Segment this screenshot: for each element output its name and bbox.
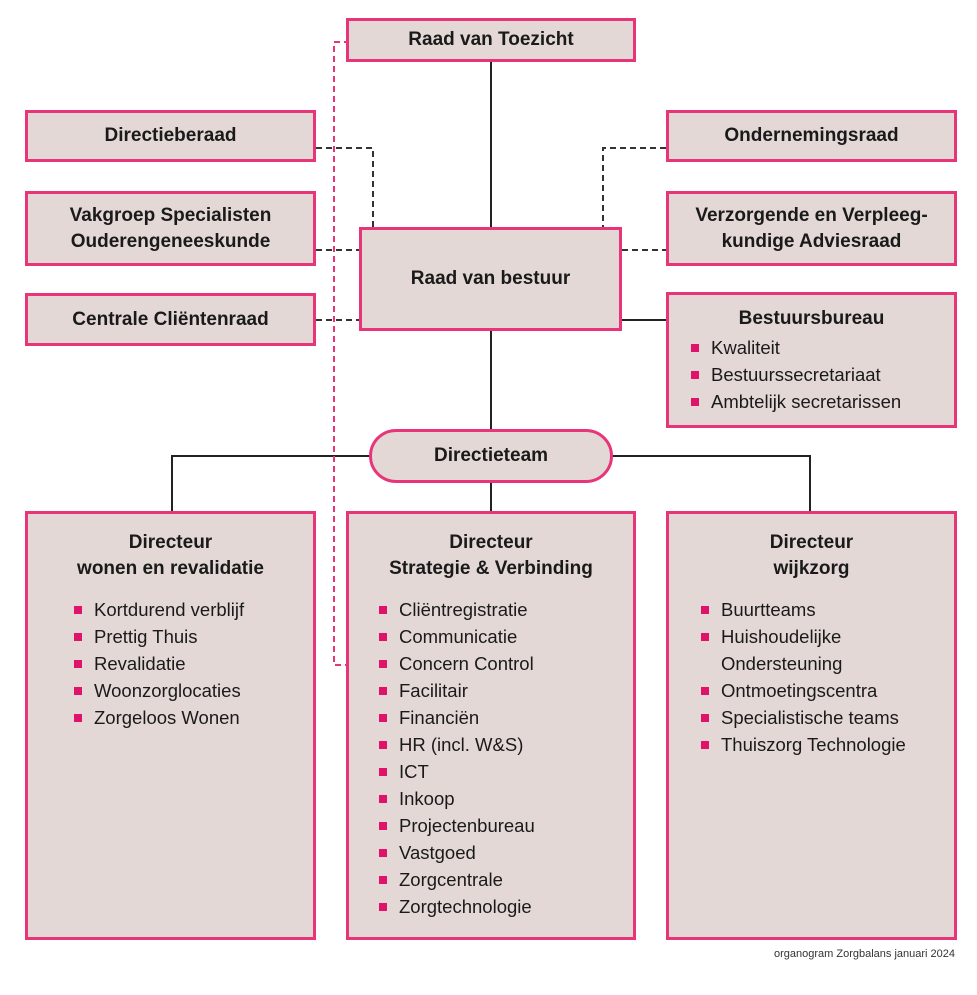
line-directieteam-right	[612, 455, 811, 512]
list-item: Ontmoetingscentra	[699, 677, 909, 704]
list-item: Zorgtechnologie	[377, 893, 535, 920]
list-item: Bestuurssecretariaat	[689, 361, 901, 388]
list-item: Kwaliteit	[689, 334, 901, 361]
list-item: Concern Control	[377, 650, 535, 677]
list-item: Projectenbureau	[377, 812, 535, 839]
node-label-line2: kundige Adviesraad	[721, 230, 902, 252]
dash-ondernemingsraad	[602, 147, 666, 228]
node-title: Directeur wijkzorg	[770, 530, 853, 582]
node-centrale-clientenraad: Centrale Cliëntenraad	[25, 293, 316, 346]
list-item: Revalidatie	[72, 650, 244, 677]
node-raad-van-toezicht: Raad van Toezicht	[346, 18, 636, 62]
node-title: Directeur wonen en revalidatie	[77, 530, 264, 582]
line-directieteam-left	[171, 455, 370, 512]
node-directeur-strategie: Directeur Strategie & Verbinding Cliëntr…	[346, 511, 636, 940]
dash-directieberaad	[316, 147, 374, 228]
list-item: Prettig Thuis	[72, 623, 244, 650]
list-item: Ambtelijk secretarissen	[689, 388, 901, 415]
list-item: Specialistische teams	[699, 704, 909, 731]
node-label-line1: Verzorgende en Verpleeg-	[695, 204, 928, 226]
node-directieberaad: Directieberaad	[25, 110, 316, 162]
node-label-line2: Ouderengeneeskunde	[70, 230, 271, 252]
list-item: Zorgcentrale	[377, 866, 535, 893]
node-label: Raad van Toezicht	[408, 29, 574, 50]
node-label: Directieteam	[433, 445, 549, 466]
node-label: Ondernemingsraad	[724, 125, 899, 146]
node-directieteam: Directieteam	[369, 429, 613, 483]
node-vva: Verzorgende en Verpleeg- kundige Adviesr…	[666, 191, 957, 266]
title-line2: wonen en revalidatie	[77, 558, 264, 579]
list-item: Financiën	[377, 704, 535, 731]
node-vakgroep: Vakgroep Specialisten Ouderengeneeskunde	[25, 191, 316, 266]
title-line1: Directeur	[128, 532, 213, 553]
node-label: Bestuursbureau	[738, 307, 885, 329]
list-item: ICT	[377, 758, 535, 785]
list-item: Woonzorglocaties	[72, 677, 244, 704]
node-label-line1: Vakgroep Specialisten	[69, 204, 272, 226]
list-item: Facilitair	[377, 677, 535, 704]
node-raad-van-bestuur: Raad van bestuur	[359, 227, 622, 331]
node-bestuursbureau: Bestuursbureau Kwaliteit Bestuurssecreta…	[666, 292, 957, 428]
title-line2: wijkzorg	[773, 558, 850, 579]
list-item: Zorgeloos Wonen	[72, 704, 244, 731]
node-label: Raad van bestuur	[410, 268, 571, 289]
list-item: Communicatie	[377, 623, 535, 650]
list-item: Vastgoed	[377, 839, 535, 866]
list-item: Cliëntregistratie	[377, 596, 535, 623]
node-ondernemingsraad: Ondernemingsraad	[666, 110, 957, 162]
node-label: Centrale Cliëntenraad	[72, 308, 269, 330]
node-directeur-wonen: Directeur wonen en revalidatie Kortduren…	[25, 511, 316, 940]
list-item: Kortdurend verblijf	[72, 596, 244, 623]
node-title: Directeur Strategie & Verbinding	[389, 530, 593, 582]
list-item: Inkoop	[377, 785, 535, 812]
list-item: Buurtteams	[699, 596, 909, 623]
list-item: Thuiszorg Technologie	[699, 731, 909, 758]
list-item: Huishoudelijke Ondersteuning	[699, 623, 909, 677]
title-line1: Directeur	[449, 532, 533, 553]
title-line1: Directeur	[769, 532, 854, 553]
node-label: Directieberaad	[104, 125, 237, 146]
node-directeur-wijkzorg: Directeur wijkzorg Buurtteams Huishoudel…	[666, 511, 957, 940]
list-item: HR (incl. W&S)	[377, 731, 535, 758]
footer-caption: organogram Zorgbalans januari 2024	[773, 948, 955, 960]
title-line2: Strategie & Verbinding	[389, 558, 593, 579]
